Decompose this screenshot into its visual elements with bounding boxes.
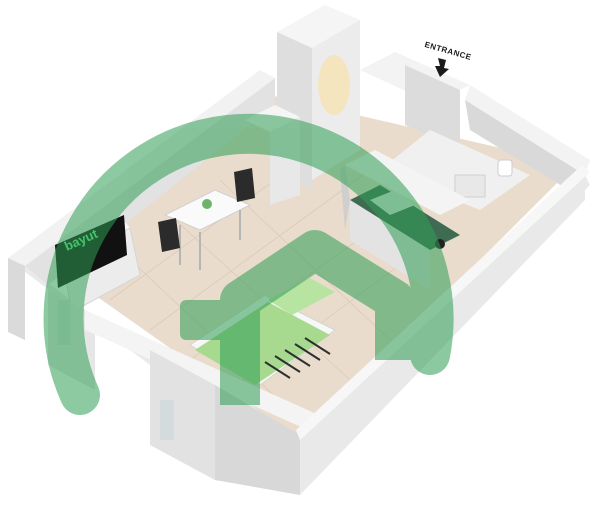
- right-wall: [465, 100, 585, 200]
- wardrobe-top: [277, 5, 360, 48]
- watermark-logo-icon: [43, 113, 454, 415]
- bed-throw-stripes: [264, 337, 331, 379]
- bed-pillows: [268, 278, 335, 315]
- window-right: [160, 400, 174, 440]
- front-wall-top: [85, 310, 330, 440]
- entrance-arrow-icon: [435, 58, 449, 77]
- entrance-door-recess: [405, 65, 460, 150]
- bathroom-sink: [454, 174, 486, 198]
- dining-chair-front: [158, 218, 180, 252]
- toilet: [497, 159, 513, 177]
- left-end-wall: [8, 258, 25, 340]
- bathroom-floor: [380, 130, 530, 210]
- dining-table: [163, 189, 252, 231]
- wardrobe-light: [318, 55, 350, 115]
- front-wall-low: [215, 385, 300, 495]
- front-wall-mid: [150, 350, 215, 480]
- plant-icon: [202, 199, 212, 209]
- right-wall-top: [465, 85, 590, 175]
- dining-chair-back: [234, 168, 255, 202]
